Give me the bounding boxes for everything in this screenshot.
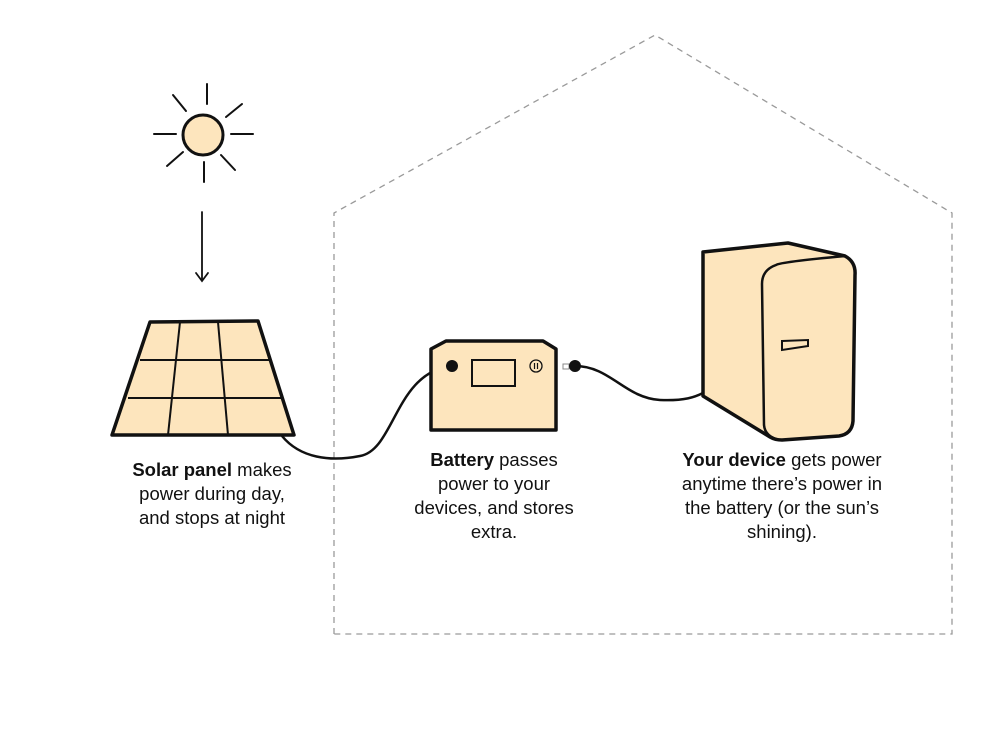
battery-desc-line: extra. <box>470 521 518 542</box>
battery-icon <box>429 339 558 432</box>
plug-tip <box>562 363 570 370</box>
device-title: Your device <box>682 449 786 470</box>
solar-panel-desc-line: power during day, <box>139 483 285 504</box>
battery-desc-line: devices, and stores <box>414 497 574 518</box>
device-icon <box>701 241 857 442</box>
house-outline <box>333 34 953 635</box>
solar-panel-desc: makes <box>232 459 292 480</box>
solar-panel-icon <box>110 319 296 437</box>
cable-battery-to-device <box>574 364 704 402</box>
arrow-down-icon <box>195 211 209 283</box>
battery-desc-line: power to your <box>437 473 551 494</box>
sun-icon <box>153 83 254 183</box>
device-desc-line: anytime there’s power in <box>681 473 883 494</box>
device-caption: Your device gets power anytime there’s p… <box>652 448 912 544</box>
battery-input-port <box>446 360 458 372</box>
battery-caption: Battery passes power to your devices, an… <box>384 448 604 544</box>
battery-desc: passes <box>493 449 558 470</box>
cable-solar-to-battery <box>281 364 453 460</box>
device-desc: gets power <box>785 449 882 470</box>
device-desc-line: shining). <box>747 521 817 542</box>
device-desc-line: the battery (or the sun’s <box>684 497 879 518</box>
battery-title: Battery <box>430 449 494 470</box>
solar-panel-caption: Solar panel makes power during day, and … <box>92 458 332 530</box>
solar-panel-title: Solar panel <box>132 459 233 480</box>
solar-panel-desc-line: and stops at night <box>138 507 286 528</box>
